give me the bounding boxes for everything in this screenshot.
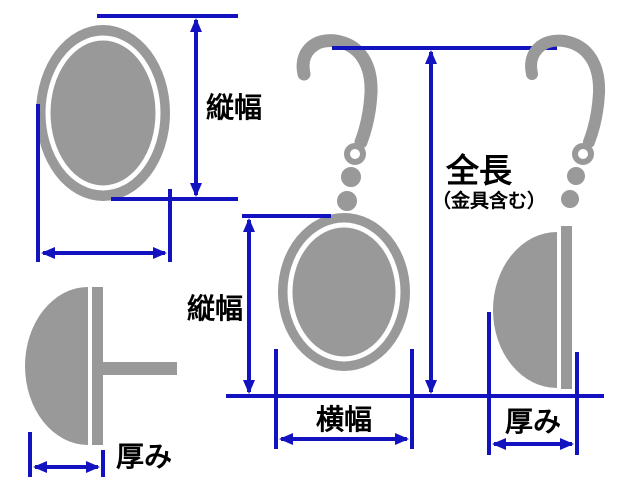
bead-front-1 xyxy=(339,165,363,189)
total-length-dimension: 全長 （金具含む） xyxy=(226,46,604,398)
pendant-front-view xyxy=(36,25,170,201)
total-length-note: （金具含む） xyxy=(432,189,546,212)
drop-width-label: 横幅 xyxy=(316,403,372,436)
drop-side-dome xyxy=(493,232,557,388)
stud-thickness-dimension: 厚み xyxy=(28,432,172,477)
drop-front-body xyxy=(278,213,410,371)
drop-thickness-label: 厚み xyxy=(505,405,561,438)
total-length-label: 全長 xyxy=(445,151,513,190)
pendant-front-body xyxy=(36,25,170,201)
stud-flat-back xyxy=(92,287,103,445)
bead-side-1 xyxy=(565,165,587,187)
stud-thickness-label: 厚み xyxy=(116,440,172,473)
front-width-dimension xyxy=(36,104,172,262)
drop-width-dimension: 横幅 xyxy=(274,349,414,449)
hook-loop-front xyxy=(344,143,366,165)
drop-front-bezel-ring xyxy=(287,222,401,362)
ear-hook-front xyxy=(296,34,378,149)
pendant-front-bezel-ring xyxy=(45,35,161,191)
earring-side-view xyxy=(493,34,606,389)
drop-height-dimension: 縦幅 xyxy=(187,214,331,394)
stud-post xyxy=(103,362,177,375)
stud-side-view xyxy=(25,287,177,445)
ear-hook-side xyxy=(525,34,606,148)
stud-dome xyxy=(25,287,88,445)
front-height-dimension: 縦幅 xyxy=(97,14,262,201)
bead-front-2 xyxy=(335,189,359,213)
front-height-label: 縦幅 xyxy=(206,91,262,124)
earring-front-view xyxy=(278,34,410,371)
bead-side-2 xyxy=(559,188,581,210)
drop-height-label: 縦幅 xyxy=(187,292,243,325)
drop-side-flat-back xyxy=(561,226,572,389)
hook-loop-side xyxy=(572,143,594,165)
drop-thickness-dimension: 厚み xyxy=(487,312,579,455)
